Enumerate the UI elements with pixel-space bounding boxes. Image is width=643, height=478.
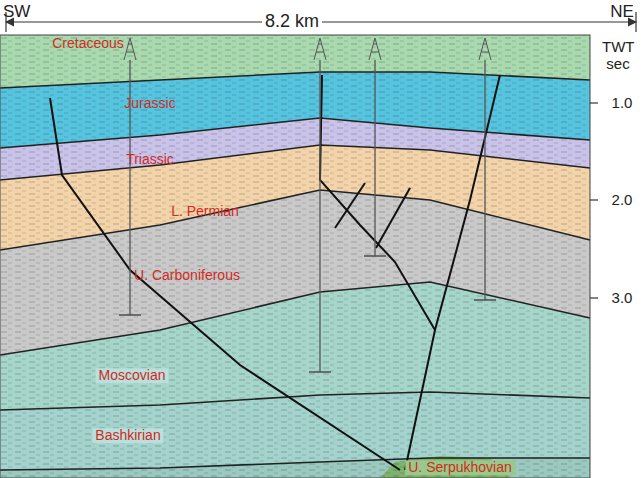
fault-line	[50, 98, 400, 470]
fault-line	[376, 188, 410, 248]
stratum-label: U. Carboniferous	[134, 268, 240, 283]
scale-label: NE	[610, 3, 634, 22]
axis-label: 3.0	[612, 290, 633, 307]
well-td	[119, 314, 141, 316]
well-path	[374, 60, 375, 256]
stratum-label: Triassic	[126, 152, 174, 167]
axis-label: TWT sec	[602, 39, 634, 72]
axis-label: 1.0	[612, 95, 633, 112]
stratum-label: Moscovian	[96, 368, 169, 383]
stratum-label: U. Serpukhovian	[405, 460, 515, 475]
scale-label: 8.2 km	[262, 12, 322, 32]
stratum-label: L. Permian	[171, 204, 239, 219]
time-ticks	[590, 103, 598, 298]
stratum-label: Cretaceous	[52, 36, 124, 51]
derrick-symbol	[124, 38, 136, 60]
horizon-line	[0, 72, 590, 88]
derrick-symbol	[479, 38, 491, 60]
fault-line	[405, 75, 500, 470]
fault-line	[320, 75, 435, 330]
well-td	[474, 299, 496, 301]
well-td	[309, 371, 331, 373]
scale-label: SW	[3, 3, 30, 22]
stratum-label: Jurassic	[124, 96, 175, 111]
well-path	[484, 60, 485, 300]
horizon-line	[0, 145, 590, 180]
derrick-symbol	[314, 38, 326, 60]
stratum-label: Bashkirian	[92, 428, 163, 443]
horizon-line	[0, 282, 590, 355]
horizon-line	[0, 118, 590, 148]
horizon-line	[0, 190, 590, 250]
well-td	[364, 255, 386, 257]
fault-line	[335, 183, 365, 228]
well-path	[319, 60, 320, 372]
derrick-symbol	[369, 38, 381, 60]
axis-label: 2.0	[612, 192, 633, 209]
